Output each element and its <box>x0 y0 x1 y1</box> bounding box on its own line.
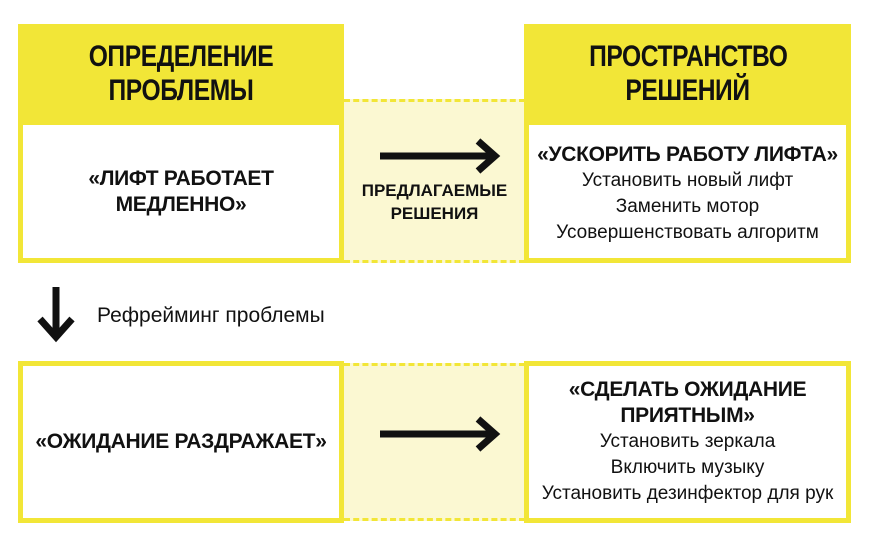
solution-2-item-2: Включить музыку <box>610 457 765 478</box>
problem-header: ОПРЕДЕЛЕНИЕ ПРОБЛЕМЫ <box>18 24 344 124</box>
solution-2-item-1: Установить зеркала <box>599 431 776 452</box>
solution-box-1: «УСКОРИТЬ РАБОТУ ЛИФТА» Установить новый… <box>524 120 851 263</box>
problem-box-1: «ЛИФТ РАБОТАЕТ МЕДЛЕННО» <box>18 120 344 263</box>
arrow-right-icon <box>380 138 501 174</box>
connector-band-1: ПРЕДЛАГАЕМЫЕ РЕШЕНИЯ <box>344 99 525 263</box>
connector-band-2 <box>344 363 525 521</box>
problem-header-text: ОПРЕДЕЛЕНИЕ ПРОБЛЕМЫ <box>88 40 274 107</box>
problem-text-2: «ОЖИДАНИЕ РАЗДРАЖАЕТ» <box>35 430 327 453</box>
solution-2-item-3: Установить дезинфектор для рук <box>541 483 834 504</box>
solution-title-2: «СДЕЛАТЬ ОЖИДАНИЕ ПРИЯТНЫМ» <box>568 378 807 427</box>
arrow-down-icon <box>37 287 75 343</box>
solution-box-2: «СДЕЛАТЬ ОЖИДАНИЕ ПРИЯТНЫМ» Установить з… <box>524 361 851 523</box>
reframe-label: Рефрейминг проблемы <box>97 304 325 327</box>
solution-title-1: «УСКОРИТЬ РАБОТУ ЛИФТА» <box>537 142 838 166</box>
solution-1-item-1: Установить новый лифт <box>581 169 794 191</box>
solution-1-item-2: Заменить мотор <box>615 195 760 217</box>
arrow-right-icon <box>380 416 501 452</box>
connector-label: ПРЕДЛАГАЕМЫЕ РЕШЕНИЯ <box>361 181 508 223</box>
solution-1-item-3: Усовершенствовать алгоритм <box>556 221 819 243</box>
problem-text-1: «ЛИФТ РАБОТАЕТ МЕДЛЕННО» <box>88 166 274 216</box>
solutions-header-text: ПРОСТРАНСТВО РЕШЕНИЙ <box>589 40 788 107</box>
problem-box-2: «ОЖИДАНИЕ РАЗДРАЖАЕТ» <box>18 361 344 523</box>
solutions-header: ПРОСТРАНСТВО РЕШЕНИЙ <box>524 24 851 124</box>
